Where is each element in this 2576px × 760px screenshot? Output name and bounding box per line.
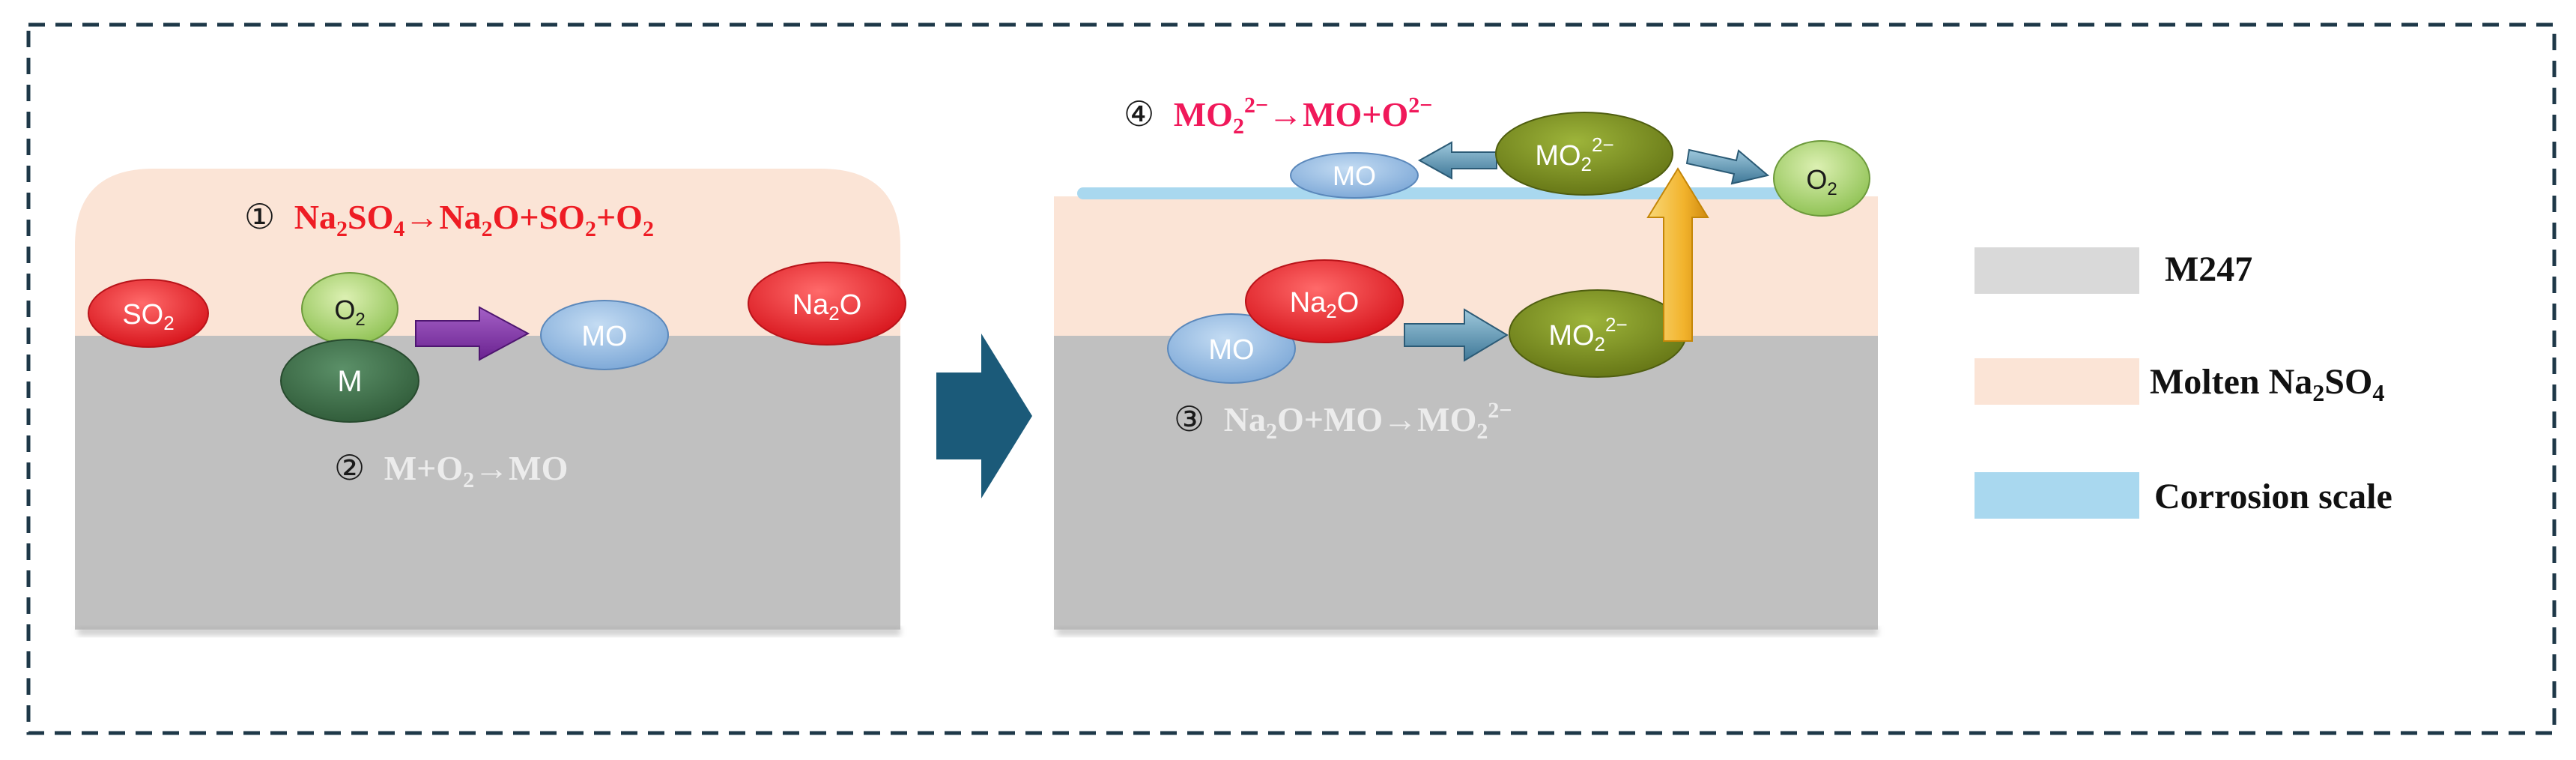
left-panel: ① Na2SO4→Na2O+SO2+O2 ② M+O2→MO SO2 O2 M … — [75, 169, 906, 636]
reaction-1: ① Na2SO4→Na2O+SO2+O2 — [244, 198, 654, 241]
legend: M247 Molten Na2SO4 Corrosion scale — [1975, 247, 2392, 519]
r3-p0: Na — [1224, 400, 1266, 438]
legend-molten-sub: 2 — [2312, 379, 2324, 406]
substrate-shadow-right — [1057, 627, 1878, 636]
mo2-top-sup: 2− — [1592, 133, 1614, 156]
substrate-block-right — [1054, 336, 1878, 630]
r1-p4: →Na — [404, 198, 481, 236]
reaction-2: ② M+O2→MO — [334, 449, 568, 492]
mo2-sup: 2− — [1605, 313, 1628, 336]
reaction-2-num: ② — [334, 449, 365, 487]
o2-molecule: O2 — [301, 272, 398, 346]
so2-sub: 2 — [163, 312, 174, 334]
right-panel: ④ MO22−→MO+O2− ③ Na2O+MO→MO22− MO MO22− … — [1054, 93, 1878, 636]
svg-text:Na2O: Na2O — [793, 289, 862, 325]
svg-text:MO22−: MO22− — [1535, 133, 1613, 175]
r1-p7: 2 — [585, 217, 596, 241]
r4-p4: 2− — [1408, 93, 1432, 118]
r4-p3: →MO+O — [1268, 95, 1408, 133]
r1-p1: 2 — [336, 217, 348, 241]
na2o-right-label: Na — [1290, 287, 1327, 319]
substrate-shadow — [78, 627, 900, 636]
corrosion-scale-layer — [1077, 187, 1865, 199]
r1-p6: O+SO — [493, 198, 585, 236]
so2-label: SO — [122, 299, 163, 331]
o2-right-label: O — [1806, 164, 1827, 195]
r1-p3: 4 — [393, 217, 404, 241]
na2o-right: Na2O — [1245, 259, 1404, 343]
arrow-to-o2 — [1685, 148, 1770, 185]
o2-released: O2 — [1773, 140, 1870, 217]
mo2-sub: 2 — [1595, 333, 1605, 355]
o2-sub: 2 — [355, 310, 365, 330]
svg-text:Na2O: Na2O — [1290, 287, 1360, 322]
substrate-block — [75, 336, 900, 630]
r2-p0: M+O — [384, 449, 463, 487]
r3-p2: O+MO→MO — [1277, 400, 1476, 438]
transition-arrow — [936, 334, 1032, 498]
r4-p2: 2− — [1244, 93, 1268, 118]
r4-p1: 2 — [1233, 114, 1244, 139]
mo-molecule: MO — [540, 300, 669, 370]
o2-right-sub: 2 — [1827, 179, 1837, 199]
r3-p4: 2− — [1488, 398, 1512, 423]
legend-swatch-scale — [1975, 472, 2139, 519]
r3-p3: 2 — [1476, 419, 1488, 444]
na2o-label: Na — [793, 289, 829, 321]
r1-p8: +O — [596, 198, 643, 236]
r1-p0: Na — [294, 198, 336, 236]
legend-label-scale: Corrosion scale — [2154, 477, 2392, 516]
legend-molten-a: Molten Na — [2150, 362, 2312, 402]
o2-label: O — [334, 295, 355, 325]
legend-swatch-molten — [1975, 358, 2139, 405]
mo2-label: MO — [1548, 320, 1594, 352]
na2o-molecule: Na2O — [748, 262, 906, 346]
teal-arrow — [1404, 308, 1509, 362]
reaction-1-num: ① — [244, 198, 275, 236]
r2-p1: 2 — [463, 468, 474, 492]
legend-label-m247: M247 — [2165, 250, 2252, 289]
reaction-3: ③ Na2O+MO→MO22− — [1174, 398, 1512, 444]
mo2-ion: MO22− — [1509, 289, 1687, 378]
mo-bottom: MO — [1167, 313, 1296, 384]
legend-molten-tail: SO — [2324, 362, 2372, 402]
r1-p9: 2 — [643, 217, 654, 241]
reaction-4-num: ④ — [1124, 95, 1154, 133]
mo2-top-ion: MO22− — [1495, 112, 1673, 196]
mo-bottom-label: MO — [1208, 334, 1254, 366]
r1-p2: SO — [348, 198, 393, 236]
mo-label: MO — [581, 321, 627, 352]
na2o-right-sub: 2 — [1326, 300, 1336, 322]
so2-molecule: SO2 — [88, 279, 209, 348]
molten-salt-layer — [75, 169, 900, 336]
svg-text:O2: O2 — [334, 295, 365, 330]
legend-swatch-m247 — [1975, 247, 2139, 294]
r1-p5: 2 — [482, 217, 493, 241]
legend-label-molten: Molten Na2SO4 — [2150, 362, 2384, 406]
mo-scale-label: MO — [1333, 160, 1376, 191]
arrow-to-mo — [1417, 141, 1497, 180]
svg-text:SO2: SO2 — [122, 299, 174, 334]
mo2-top-label: MO — [1535, 140, 1581, 172]
na2o-tail: O — [840, 289, 862, 321]
gold-up-arrow — [1646, 167, 1709, 342]
m-label: M — [337, 365, 362, 398]
mo-on-scale: MO — [1290, 152, 1419, 199]
na2o-right-tail: O — [1337, 287, 1360, 319]
svg-text:MO22−: MO22− — [1548, 313, 1627, 355]
reaction-3-num: ③ — [1174, 400, 1204, 438]
r3-p1: 2 — [1266, 419, 1277, 444]
svg-text:O2: O2 — [1806, 164, 1837, 199]
m-metal-atom: M — [280, 339, 419, 423]
purple-arrow — [415, 306, 530, 361]
legend-molten-sub2: 4 — [2372, 379, 2384, 406]
r2-p2: →MO — [474, 449, 568, 487]
mo2-top-sub: 2 — [1581, 153, 1592, 175]
na2o-sub: 2 — [828, 302, 839, 325]
r4-p0: MO — [1174, 95, 1233, 133]
reaction-4: ④ MO22−→MO+O2− — [1124, 93, 1432, 139]
